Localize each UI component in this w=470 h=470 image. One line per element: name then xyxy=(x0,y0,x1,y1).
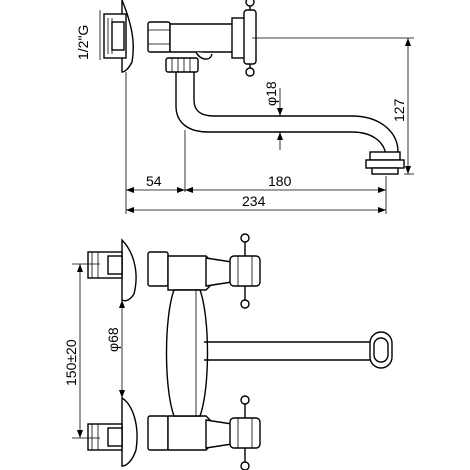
mixer-body-front xyxy=(165,255,213,451)
hex-nut-bottom xyxy=(147,415,169,451)
mixer-body xyxy=(147,21,237,73)
spout-side xyxy=(175,72,405,175)
wall-flange-bottom xyxy=(121,396,138,467)
diameter-label: φ18 xyxy=(263,81,279,106)
total-label: 234 xyxy=(242,193,266,209)
cross-handle-side xyxy=(231,0,257,77)
offset-dimension: 54 180 xyxy=(125,72,387,214)
spout-length-label: 180 xyxy=(268,173,292,189)
cross-handle-bottom xyxy=(205,395,261,470)
height-label: 127 xyxy=(391,98,407,122)
side-view: φ18 127 1/2"G 54 180 xyxy=(75,0,414,214)
threaded-inlet-bottom xyxy=(87,423,123,451)
centers-label: 150±20 xyxy=(63,339,79,386)
flange-label: φ68 xyxy=(105,327,121,352)
threaded-inlet-top xyxy=(87,251,123,279)
total-dimension: 234 xyxy=(126,193,386,213)
offset-label: 54 xyxy=(146,173,162,189)
centers-dimension: 150±20 xyxy=(63,263,100,439)
thread-label: 1/2"G xyxy=(75,25,91,60)
flange-dimension: φ68 xyxy=(105,296,125,398)
hex-nut-top xyxy=(147,251,169,287)
cross-handle-top xyxy=(205,233,261,309)
height-dimension: 127 xyxy=(252,37,414,175)
diameter-dimension: φ18 xyxy=(263,81,283,150)
front-view: 150±20 φ68 xyxy=(63,233,393,470)
threaded-inlet xyxy=(99,10,127,60)
wall-flange-top xyxy=(121,238,137,302)
spout-front xyxy=(204,331,393,369)
